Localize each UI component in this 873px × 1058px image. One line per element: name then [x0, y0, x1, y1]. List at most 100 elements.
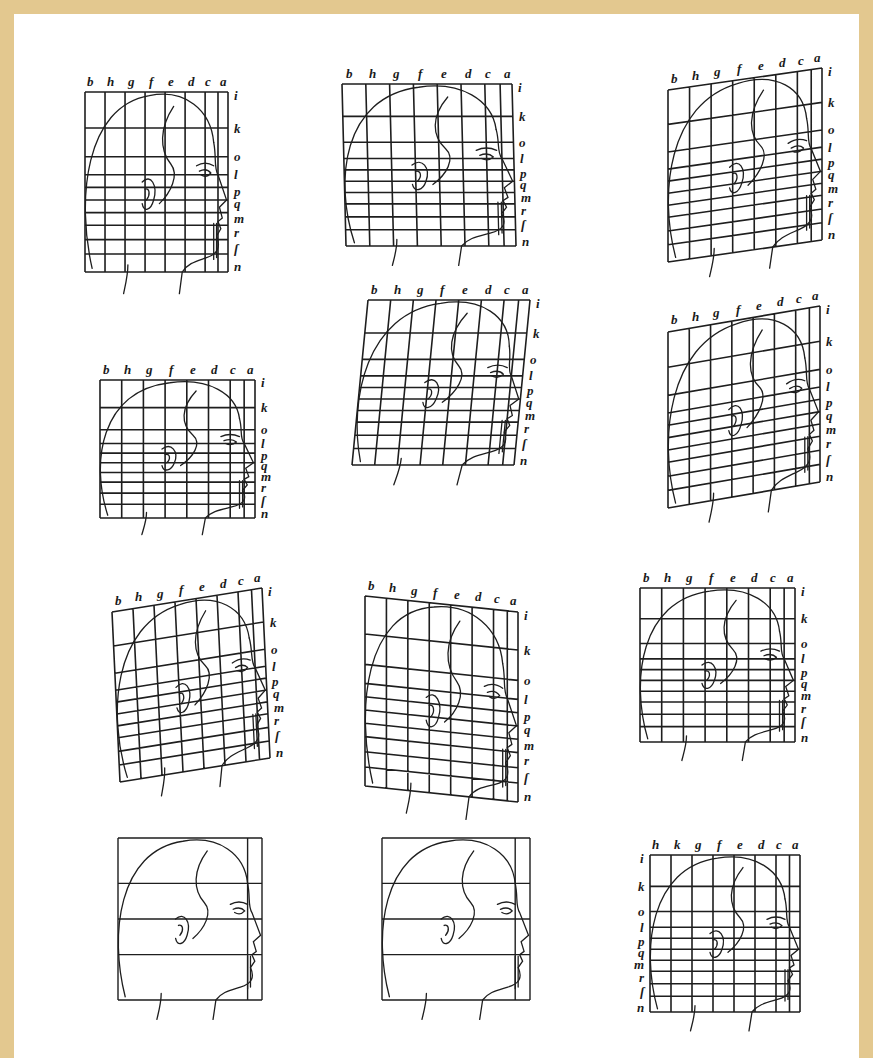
head-outline — [230, 902, 247, 914]
grid-letter: q — [234, 197, 241, 210]
grid-letter: q — [524, 723, 531, 736]
head-outline — [780, 700, 783, 731]
grid-letter: a — [220, 75, 227, 88]
head-outline — [710, 249, 715, 277]
grid-letter: f — [433, 586, 437, 599]
head-outline — [768, 356, 818, 512]
head-outline — [342, 86, 498, 243]
grid-letter: i — [268, 585, 272, 598]
grid-letter: r — [234, 226, 239, 239]
grid-letter: e — [737, 838, 743, 851]
grid-letter: a — [814, 51, 821, 64]
head-outline — [142, 179, 155, 209]
head-outline — [179, 142, 226, 293]
grid-letter: a — [247, 363, 254, 376]
grid-letter: f — [709, 571, 713, 584]
grid-letter: f — [418, 67, 422, 80]
head-outline — [221, 435, 240, 445]
grid-letter: i — [234, 89, 238, 102]
grid-letter: o — [271, 643, 278, 656]
head-outline — [788, 138, 806, 153]
head-study — [112, 588, 271, 802]
head-outline — [497, 902, 515, 914]
head-outline — [730, 162, 744, 193]
head-outline — [640, 590, 779, 739]
head-outline — [202, 419, 253, 535]
head-outline — [176, 916, 189, 943]
grid-letter: o — [261, 423, 268, 436]
proportion-grid — [118, 838, 262, 1000]
grid-letter: n — [522, 235, 529, 248]
grid-letter: d — [751, 571, 758, 584]
grid-letter: c — [205, 75, 211, 88]
grid-letter: c — [798, 54, 804, 67]
head-outline — [747, 330, 763, 428]
head-outline — [455, 129, 514, 265]
grid-letter: k — [261, 401, 268, 414]
grid-letter: k — [533, 327, 540, 340]
grid-letter: ſ — [521, 218, 525, 231]
grid-letter: e — [454, 588, 460, 601]
grid-letter: ſ — [261, 494, 265, 507]
grid-letter: b — [368, 579, 375, 592]
grid-letter: d — [188, 75, 195, 88]
grid-letter: d — [485, 283, 492, 296]
head-outline — [181, 391, 197, 466]
grid-letter: o — [530, 353, 537, 366]
grid-letter: r — [826, 437, 831, 450]
grid-letter: m — [274, 701, 284, 714]
grid-letter: l — [828, 141, 832, 154]
grid-letter: n — [524, 790, 531, 803]
head-outline — [503, 749, 506, 787]
proportion-grid — [668, 306, 820, 508]
grid-letter: n — [520, 454, 527, 467]
head-outline — [232, 658, 251, 673]
grid-letter: k — [638, 880, 645, 893]
head-outline — [353, 302, 514, 462]
head-outline — [422, 380, 439, 408]
head-outline — [406, 783, 411, 814]
head-outline — [748, 90, 764, 185]
grid-letter: n — [276, 746, 283, 759]
head-outline — [240, 481, 243, 509]
head-outline — [466, 660, 516, 825]
grid-letter: m — [524, 739, 534, 752]
grid-letter: ſ — [828, 211, 832, 224]
grid-letter: p — [524, 710, 531, 723]
grid-letter: q — [273, 687, 280, 700]
grid-letter: b — [87, 75, 94, 88]
grid-letter: d — [465, 67, 472, 80]
head-outline — [392, 240, 398, 266]
grid-letter: m — [234, 212, 244, 225]
grid-letter: r — [524, 422, 529, 435]
grid-letter: m — [801, 689, 811, 702]
head-outline — [253, 714, 258, 748]
grid-letter: h — [692, 310, 699, 323]
head-outline — [515, 956, 518, 988]
grid-letter: h — [107, 75, 114, 88]
grid-letter: h — [692, 69, 699, 82]
head-outline — [499, 420, 505, 453]
grid-letter: m — [826, 423, 836, 436]
grid-letter: ſ — [522, 437, 526, 450]
grid-letter: c — [238, 574, 244, 587]
grid-letter: b — [103, 363, 110, 376]
head-outline — [442, 313, 468, 402]
grid-letter: k — [826, 335, 833, 348]
grid-letter: g — [714, 65, 721, 78]
head-outline — [457, 346, 524, 485]
head-outline — [691, 1006, 696, 1031]
grid-letter: l — [801, 652, 805, 665]
proportion-grid — [650, 855, 800, 1012]
grid-letter: f — [717, 838, 721, 851]
head-outline — [805, 437, 808, 473]
grid-letter: m — [521, 191, 531, 204]
proportion-grid — [365, 596, 518, 802]
head-outline — [142, 512, 147, 534]
grid-letter: h — [389, 581, 396, 594]
grid-letter: q — [828, 168, 835, 181]
grid-letter: g — [695, 838, 702, 851]
grid-letter: l — [640, 921, 644, 934]
grid-letter: d — [758, 838, 765, 851]
grid-letter: a — [787, 571, 794, 584]
